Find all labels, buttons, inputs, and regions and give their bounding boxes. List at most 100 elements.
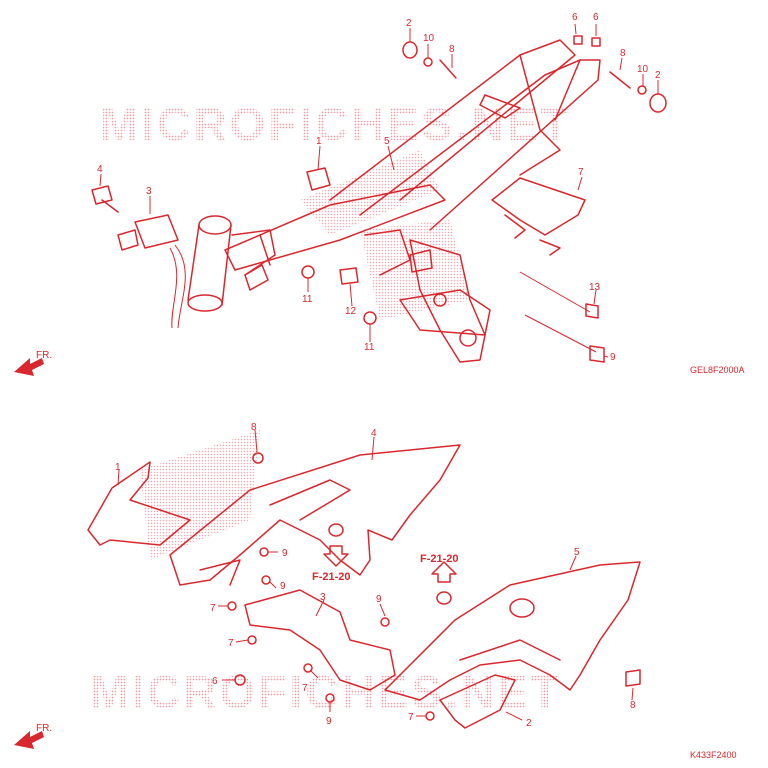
subframe-lower-rail [359,59,601,231]
nut-11-b [363,311,377,325]
grommet-left [328,523,344,537]
callout-9: 9 [280,581,286,592]
front-arrow-icon [14,731,44,749]
engine-hanger [364,229,411,276]
frame-shading-lower [360,220,470,320]
ignition-switch-body [134,214,179,249]
callout-9: 9 [282,548,288,559]
callout-10: 10 [637,64,649,75]
subframe-strut [519,54,561,176]
pivot-hole [433,293,447,307]
ignition-key [117,229,139,251]
rubber-2-left [402,41,418,59]
callout-8: 8 [630,700,636,711]
steering-stop [244,264,269,291]
clip-6-left [573,35,583,45]
front-label: FR. [36,723,52,734]
screw-8-top [252,452,264,464]
front-direction-indicator-bottom: FR. [14,723,52,749]
plate-12 [339,267,359,285]
cover-shading [140,430,260,560]
bolt-13-shaft [519,271,591,313]
callout-6: 6 [212,676,218,687]
callout-9: 9 [376,594,382,605]
callout-1: 1 [316,136,322,147]
cross-reference-left[interactable]: F-21-20 [312,571,351,583]
head-pipe-bottom [187,294,223,312]
cross-reference-right[interactable]: F-21-20 [420,553,459,565]
rubber-2-right [649,93,667,113]
pivot-plate [409,239,486,363]
clip-7-a [227,601,237,611]
diagram-code-top: GEL8F2000A [690,365,745,375]
tab-bracket [409,249,433,273]
main-spar [224,184,446,271]
lower-cover-2 [439,674,516,729]
callout-7: 7 [228,638,234,649]
subframe-cross [554,59,581,121]
callout-11: 11 [364,342,375,353]
watermark-top: MICROFICHES.NET [100,98,572,150]
bolt-13-head [585,303,599,319]
side-cover-4 [169,444,461,586]
grommet-right [436,591,452,605]
subframe-upper-rail [329,39,576,201]
callout-4: 4 [371,428,377,439]
callout-7: 7 [408,712,414,723]
callout-5: 5 [384,136,390,147]
under-cover-3 [244,589,396,691]
bolt-9-shaft [524,314,597,353]
clamp-1 [306,167,331,191]
bolt-8-left [439,59,457,79]
bolt-9-head [589,345,605,363]
screw-9-d [380,617,390,627]
callout-3: 3 [146,186,152,197]
callout-8: 8 [449,44,455,55]
callout-3: 3 [320,592,326,603]
ignition-wire-a [174,244,186,329]
nut-10-right [637,85,647,95]
side-cover-4-tab [199,559,241,586]
side-cover-5-rib [459,639,561,661]
leader-lines [99,23,659,721]
screw-9-b [261,575,271,585]
nut-11-a [301,265,315,279]
pivot-boss [459,329,477,347]
clip-7-b [247,635,257,645]
callout-6: 6 [572,12,578,23]
watermark-bottom: MICROFICHES.NET [90,666,562,718]
subframe-bracket [479,94,521,119]
arrow-down-icon [323,545,349,567]
callout-4: 4 [97,164,103,175]
side-cover-5-hole [509,598,535,618]
callout-6: 6 [593,12,599,23]
callout-2: 2 [406,18,412,29]
head-pipe-top [198,215,232,235]
screw-9-a [259,547,269,557]
callout-10: 10 [423,33,435,44]
bracket-7-legs [504,214,561,256]
head-pipe-body [187,224,232,306]
callout-8: 8 [620,48,626,59]
callout-8: 8 [251,422,257,433]
front-arrow-icon [14,358,44,376]
bolt-8-right [609,71,631,89]
inner-cover-1 [87,461,191,546]
front-direction-indicator-top: FR. [14,350,52,376]
arrow-up-icon [431,561,457,583]
callout-12: 12 [345,306,357,317]
diagram-code-bottom: K433F2400 [690,750,737,760]
head-pipe-gusset [231,229,276,276]
callout-1: 1 [115,462,121,473]
callout-7: 7 [302,683,308,694]
frame-shading [300,150,440,235]
screw-8-right [625,669,641,687]
clip-7-c [303,663,313,673]
cap-4-screw [101,199,119,213]
ignition-wire-b [169,247,178,329]
side-cover-5 [384,561,641,701]
front-label: FR. [36,350,52,361]
callout-7: 7 [578,167,584,178]
